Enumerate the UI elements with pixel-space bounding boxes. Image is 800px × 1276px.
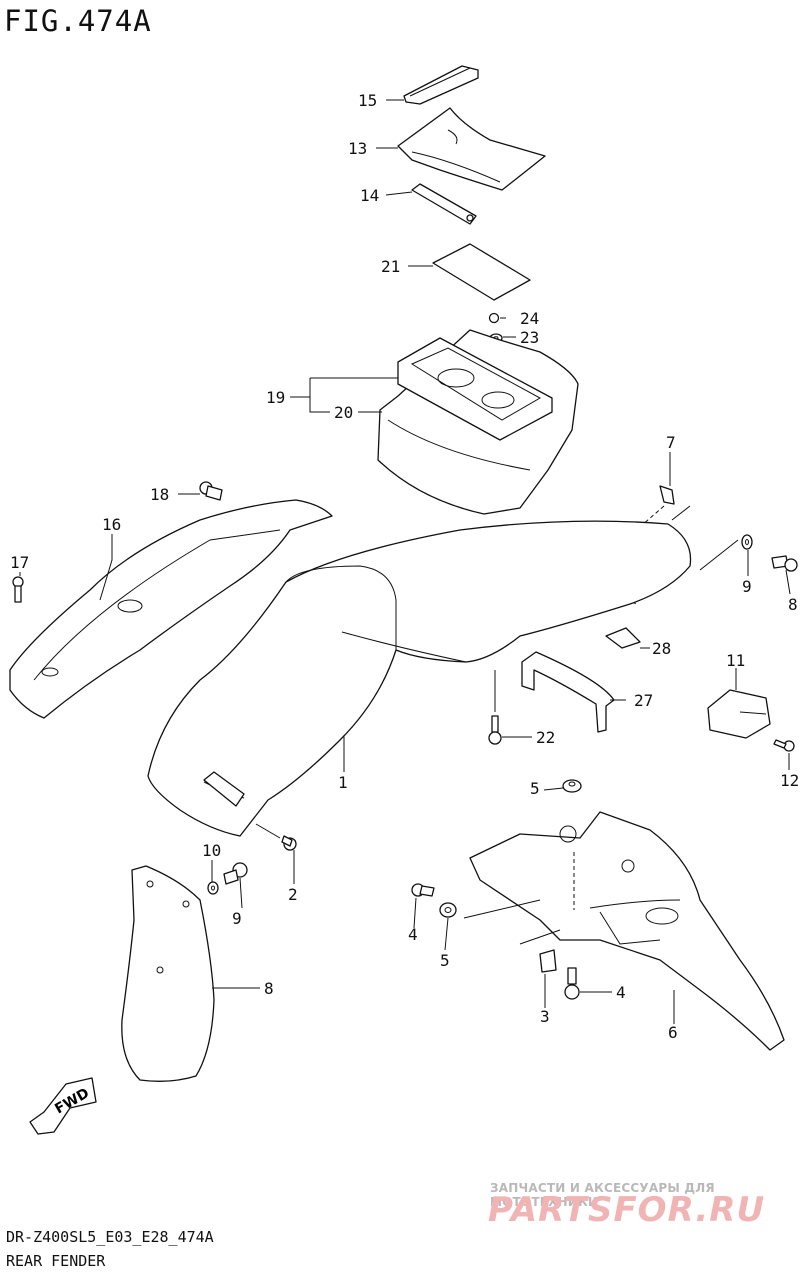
figure-title: FIG.474A [4,4,152,38]
label-part-7: 7 [666,433,676,452]
label-part-25: 23 [520,328,539,347]
part-20-bolt [199,481,223,501]
label-part-21: 19 [266,388,285,407]
label-part-17: 15 [358,91,377,110]
label-part-4-lower: 4 [616,983,626,1002]
part-24-bolt [488,715,502,745]
part-9-washer [741,534,753,550]
label-part-27: 27 [634,691,653,710]
part-1-rear-fender [147,520,692,837]
label-part-13: 11 [726,651,745,670]
label-part-1: 1 [338,773,348,792]
fwd-direction-arrow: FWD [29,1077,97,1135]
part-11-bolt [223,862,248,885]
watermark-logo: PARTSFOR.RU [488,1190,766,1230]
part-15-tool-bag [397,107,546,191]
part-5-grommet-lower [439,902,457,918]
part-13-relay [707,689,771,739]
part-12-washer [207,881,219,895]
part-8-bolt [771,555,798,572]
label-part-18: 16 [102,515,121,534]
label-part-24: 22 [536,728,555,747]
label-part-16: 14 [360,186,379,205]
part-2-bolt [281,835,297,851]
part-4-bolt-lower [564,967,580,1000]
label-part-11: 9 [232,909,242,928]
part-16-tool [411,183,477,225]
label-part-23: 21 [381,257,400,276]
label-part-22: 20 [334,403,353,422]
label-part-19: 17 [10,553,29,572]
part-10-mud-flap [121,865,215,1082]
label-part-4-left: 4 [408,925,418,944]
part-14-screw [773,739,795,752]
label-part-2: 2 [288,885,298,904]
part-4-bolt-left [411,883,435,897]
part-26-nut [488,312,500,324]
label-part-20: 18 [150,485,169,504]
part-17-strap [403,65,479,105]
footer-model-code: DR-Z400SL5_E03_E28_474A [6,1228,214,1246]
part-6-license-bracket [469,811,785,1051]
label-part-9: 9 [742,577,752,596]
footer-section-name: REAR FENDER [6,1252,106,1270]
part-7-clip-nut [659,485,675,505]
label-part-3: 3 [540,1007,550,1026]
label-part-5-upper: 5 [530,779,540,798]
label-part-28: 28 [652,639,671,658]
part-23-manual [432,243,531,301]
label-part-6: 6 [668,1023,678,1042]
watermark-tagline: ЗАПЧАСТИ И АКСЕССУАРЫ ДЛЯ МОТОТЕХНИКИ [490,1181,715,1209]
part-5-grommet-upper [562,779,582,793]
label-part-26: 24 [520,309,539,328]
label-part-8: 8 [788,595,798,614]
label-part-5-lower: 5 [440,951,450,970]
label-part-14: 12 [780,771,799,790]
part-21-box [397,337,553,441]
part-28-pad [605,627,641,649]
part-19-bolt [12,576,24,603]
label-part-15: 13 [348,139,367,158]
part-27-grab-handle [521,651,615,733]
label-part-10: 8 [264,979,274,998]
label-part-12: 10 [202,841,221,860]
part-3-clip-nut [539,949,557,973]
